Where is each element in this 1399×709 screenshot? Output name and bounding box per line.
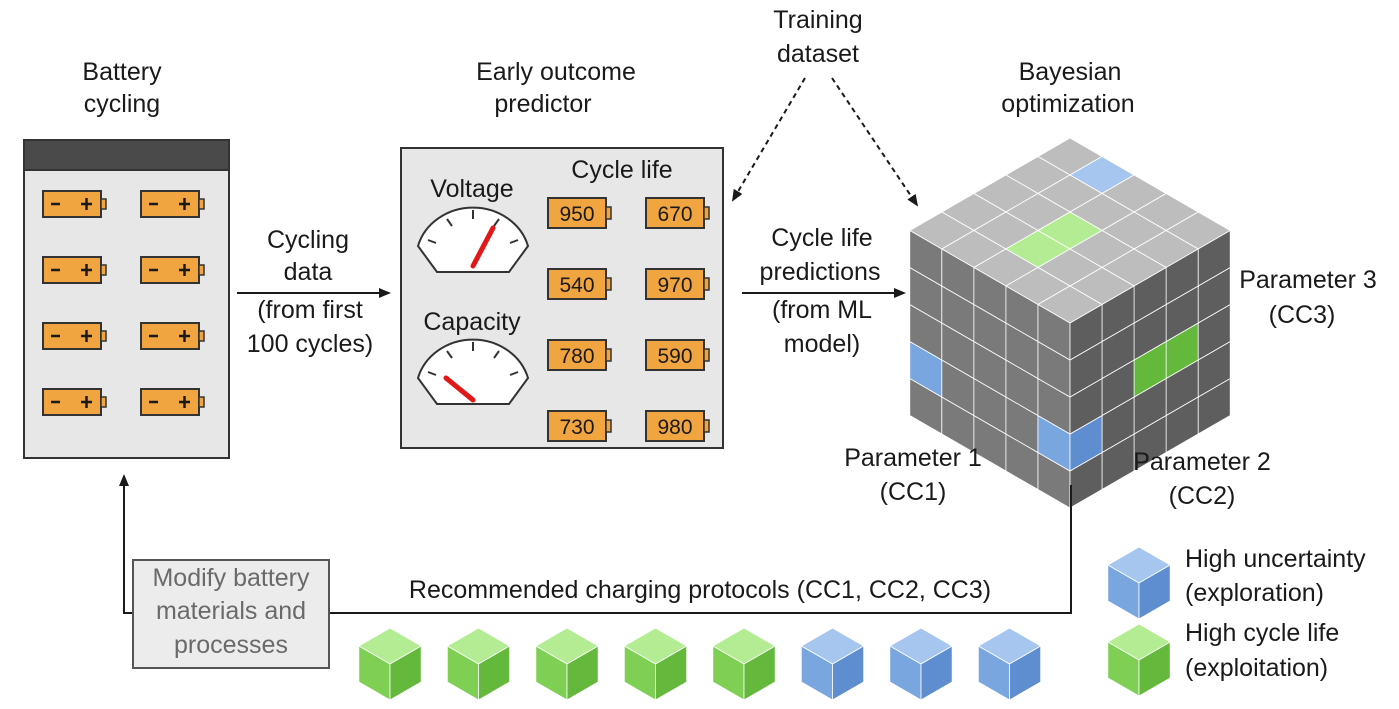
modify-line1: Modify battery — [152, 564, 310, 592]
cycling-data-line3: (from first — [257, 296, 363, 324]
cycle-life-battery: 670 — [645, 197, 710, 229]
legend-green-line2: (exploitation) — [1185, 654, 1328, 682]
green-protocol-cube — [623, 627, 688, 701]
bayesian-title-2: optimization — [1001, 90, 1134, 118]
training-dataset: Training dataset — [731, 6, 919, 207]
recommended-label-bg — [364, 572, 1036, 606]
capacity-label: Capacity — [423, 308, 521, 336]
legend-blue-cube-icon — [1107, 546, 1171, 620]
bayesian-title-1: Bayesian — [1019, 58, 1122, 86]
parameter-1-label: Parameter 1 — [844, 444, 982, 472]
parameter-3-sub: (CC3) — [1269, 301, 1336, 329]
battery-cycling-title-1: Battery — [82, 58, 162, 86]
training-arrow-to-optimizer — [831, 77, 919, 207]
predictor-title-2: predictor — [494, 90, 591, 118]
parameter-2-sub: (CC2) — [1169, 482, 1236, 510]
legend-green-cube-icon — [1107, 623, 1171, 697]
green-protocol-cube — [358, 627, 422, 701]
cycle-life-value: 980 — [657, 416, 692, 439]
legend-blue-cube — [1107, 546, 1171, 620]
modify-battery-box: Modify battery materials and processes — [132, 559, 330, 669]
cycle-life-battery: 980 — [645, 410, 710, 442]
green-protocol-cube — [712, 627, 776, 701]
parameter-1-sub: (CC1) — [880, 478, 947, 506]
grey-cube — [1037, 285, 1103, 361]
battery-cells — [42, 190, 205, 416]
cycle-life-value: 780 — [559, 345, 594, 368]
cycle-life-battery: 590 — [645, 339, 710, 371]
blue-protocol-cube — [800, 627, 865, 701]
modify-line3: processes — [174, 631, 288, 659]
predictions-label: Cycle life predictions (from ML model) — [760, 224, 881, 358]
legend-green-cube — [1107, 623, 1171, 697]
recommended-protocol-cubes — [358, 627, 1042, 701]
modify-box-frame — [132, 559, 330, 669]
green-protocol-cube — [446, 627, 511, 701]
cycle-life-label: Cycle life — [571, 156, 672, 184]
cycling-data-label: Cycling data (from first 100 cycles) — [247, 226, 373, 358]
training-arrow-to-predictor — [731, 77, 806, 202]
battery-cell-icon — [42, 388, 107, 416]
legend: High uncertainty (exploration) High cycl… — [1107, 545, 1366, 697]
parameter-2-label: Parameter 2 — [1133, 448, 1271, 476]
battery-cell-icon — [140, 256, 205, 284]
battery-cell-icon — [140, 322, 205, 350]
cycle-life-value: 590 — [657, 345, 692, 368]
voltage-label: Voltage — [430, 175, 513, 203]
battery-cycling-title-2: cycling — [84, 90, 160, 118]
capacity-gauge-icon — [416, 338, 530, 405]
cycle-life-value: 950 — [559, 203, 594, 226]
cycle-life-batteries: 950 670 540 970 780 590 730 980 — [547, 197, 710, 442]
cycle-life-battery: 780 — [547, 339, 612, 371]
cycle-life-value: 970 — [657, 274, 692, 297]
feedback-loop-arrow — [119, 474, 1072, 614]
battery-cell-icon — [140, 190, 205, 218]
cycling-data-line4: 100 cycles) — [247, 330, 373, 358]
predictor-section: Early outcome predictor Voltage Capacity… — [400, 58, 724, 449]
legend-green-line1: High cycle life — [1185, 619, 1339, 647]
cycle-life-value: 540 — [559, 274, 594, 297]
modify-line2: materials and — [156, 597, 306, 625]
predictions-line1: Cycle life — [771, 224, 872, 252]
cycle-life-battery: 730 — [547, 410, 612, 442]
parameter-3-label: Parameter 3 — [1239, 266, 1377, 294]
battery-cycling-section: Battery cycling — [23, 58, 230, 459]
battery-rack-header — [23, 139, 230, 171]
legend-blue-line1: High uncertainty — [1185, 545, 1366, 573]
predictions-line3: (from ML — [772, 296, 872, 324]
optimization-cube — [908, 137, 1232, 509]
blue-protocol-cube — [977, 627, 1042, 701]
blue-protocol-cube — [889, 627, 953, 701]
cycle-life-battery: 540 — [547, 268, 612, 300]
legend-blue-line2: (exploration) — [1185, 579, 1324, 607]
predictions-line4: model) — [784, 330, 860, 358]
training-dataset-line2: dataset — [777, 40, 859, 68]
bayesian-section: Bayesian optimization Parameter 1 (CC1) … — [844, 58, 1377, 510]
battery-cell-icon — [140, 388, 205, 416]
predictions-line2: predictions — [760, 258, 881, 286]
battery-cell-icon — [42, 322, 107, 350]
battery-cell-icon — [42, 256, 107, 284]
cycle-life-value: 670 — [657, 203, 692, 226]
recommended-label: Recommended charging protocols (CC1, CC2… — [409, 576, 991, 604]
predictor-title-1: Early outcome — [476, 58, 636, 86]
training-dataset-line1: Training — [773, 6, 862, 34]
voltage-gauge-icon — [416, 206, 530, 273]
cycling-data-line2: data — [284, 258, 333, 286]
green-protocol-cube — [535, 627, 599, 701]
cycling-data-line1: Cycling — [267, 226, 349, 254]
cycle-life-battery: 950 — [547, 197, 612, 229]
cycle-life-value: 730 — [559, 416, 594, 439]
battery-cell-icon — [42, 190, 107, 218]
cycle-life-battery: 970 — [645, 268, 710, 300]
